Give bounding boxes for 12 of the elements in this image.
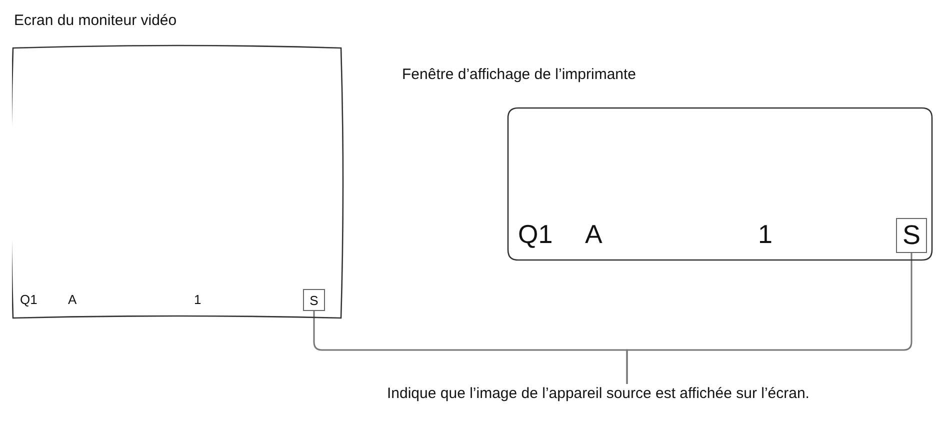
note-text: Indique que l’image de l’appareil source est affichée sur l’écran. bbox=[387, 384, 867, 403]
leader-line bbox=[626, 253, 912, 384]
display-readout: A bbox=[585, 219, 602, 250]
display-readout: A bbox=[68, 292, 77, 307]
display-readout: 1 bbox=[194, 292, 202, 307]
screen-title: Ecran du moniteur vidéo bbox=[14, 12, 177, 29]
display-readout: 1 bbox=[758, 219, 772, 250]
source-indicator: S bbox=[896, 218, 927, 253]
window-title: Fenêtre d’affichage de l’imprimante bbox=[402, 66, 636, 83]
display-readout: Q1 bbox=[518, 219, 553, 250]
display-readout: Q1 bbox=[20, 292, 38, 307]
source-indicator: S bbox=[303, 289, 325, 311]
